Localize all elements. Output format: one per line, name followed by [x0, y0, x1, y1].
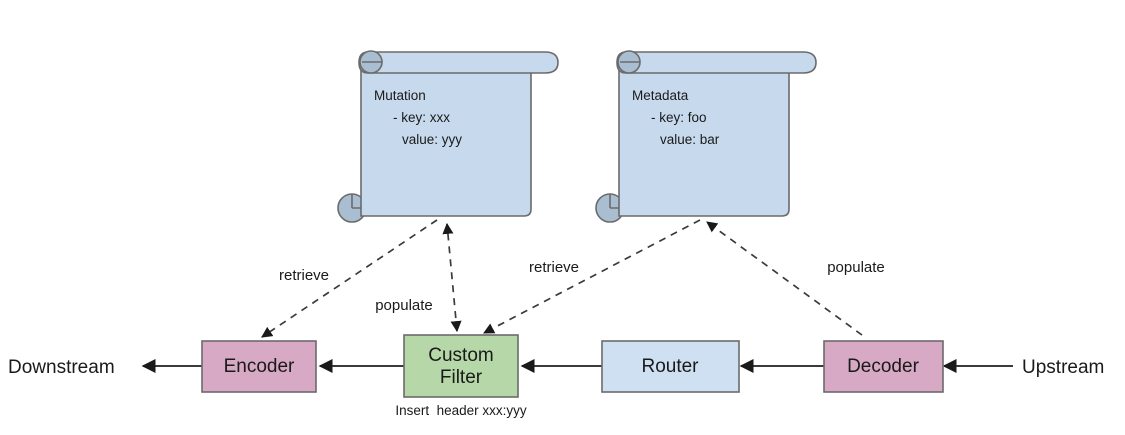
- scroll-metadata-top-roll: [616, 51, 817, 74]
- edge-label-populate-left: populate: [375, 297, 433, 314]
- node-router-rect[interactable]: [601, 340, 740, 393]
- scroll-metadata-key: - key: foo: [651, 110, 707, 125]
- node-decoder-rect[interactable]: [823, 340, 944, 393]
- endpoint-label-upstream: Upstream: [1022, 357, 1104, 378]
- edge-retrieve-encoder: [261, 219, 438, 338]
- node-decoder-label: Decoder: [847, 356, 919, 377]
- edge-populate-decoder: [706, 221, 863, 336]
- node-encoder-rect[interactable]: [201, 340, 317, 393]
- scroll-mutation-title: Mutation: [374, 88, 426, 103]
- scroll-mutation-key: - key: xxx: [393, 110, 450, 125]
- edge-retrieve-custom-filter: [483, 219, 701, 334]
- node-router-label: Router: [641, 356, 699, 377]
- node-custom-filter-label-line2: Filter: [440, 367, 483, 388]
- scroll-metadata-title: Metadata: [632, 88, 689, 103]
- node-encoder-label: Encoder: [224, 356, 295, 377]
- edge-label-populate-right: populate: [827, 259, 885, 276]
- scroll-mutation-top-roll: [358, 51, 559, 74]
- scroll-metadata-value: value: bar: [660, 132, 720, 147]
- edge-populate-custom-filter: [442, 222, 462, 333]
- scroll-mutation: Mutation - key: xxx value: yyy: [337, 50, 559, 223]
- scroll-mutation-value: value: yyy: [402, 132, 462, 147]
- endpoint-label-downstream: Downstream: [8, 357, 115, 378]
- node-decoder[interactable]: Decoder: [823, 340, 944, 393]
- edge-label-retrieve-left: retrieve: [279, 267, 329, 284]
- node-custom-filter-label-line1: Custom: [428, 345, 493, 366]
- edge-label-retrieve-right: retrieve: [529, 259, 579, 276]
- node-router[interactable]: Router: [601, 340, 740, 393]
- node-custom-filter[interactable]: Custom Filter: [403, 334, 519, 398]
- caption-custom-filter-note: Insert header xxx:yyy: [395, 403, 527, 418]
- node-custom-filter-rect[interactable]: [403, 334, 519, 398]
- node-encoder[interactable]: Encoder: [201, 340, 317, 393]
- scroll-metadata: Metadata - key: foo value: bar: [595, 50, 817, 223]
